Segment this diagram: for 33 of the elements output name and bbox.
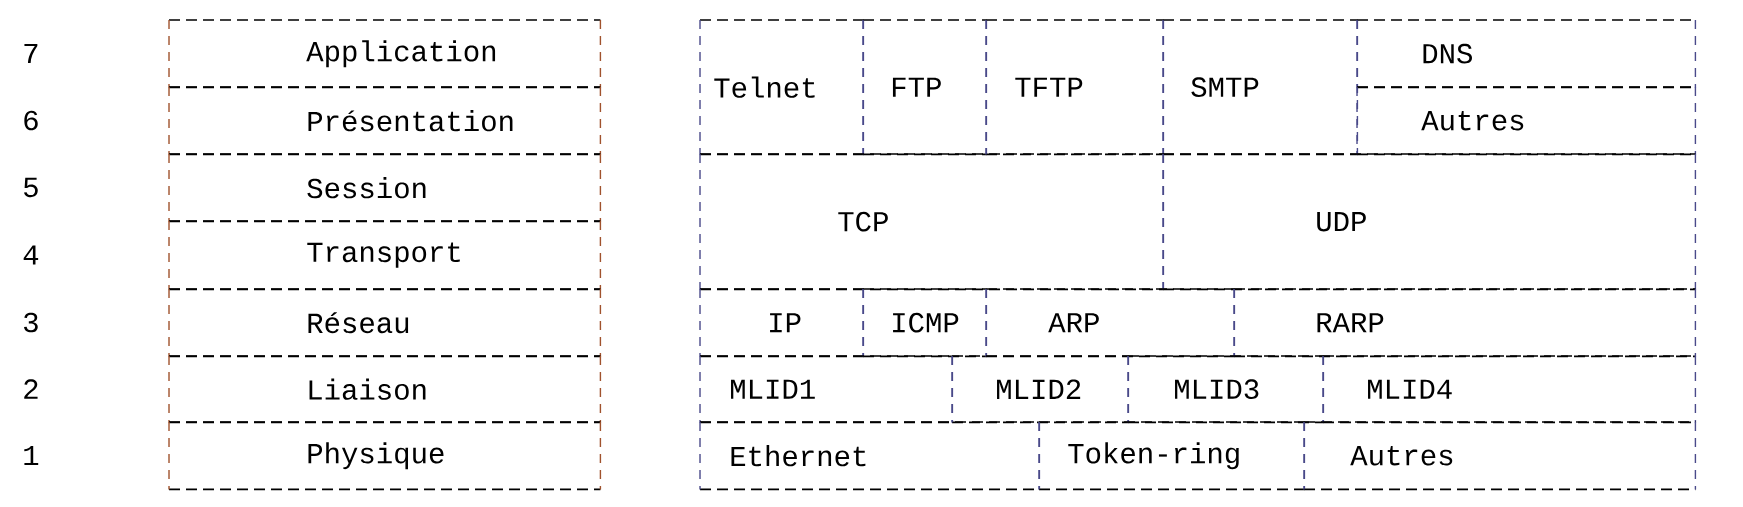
layer-cell: Session [168,153,602,223]
protocol-cell: RARP [1233,288,1697,358]
layer-cell: Présentation [168,86,602,156]
protocol-cell: MLID3 [1127,355,1325,424]
protocol-cell: TCP [699,153,1165,291]
protocol-cell: ICMP [862,288,988,358]
protocol-cell: Ethernet [699,421,1041,491]
protocol-cell: Autres [1303,421,1697,491]
layer-number: 3 [24,312,38,333]
protocol-cell: TFTP [985,19,1165,156]
layer-cell: Réseau [168,288,602,358]
layer-number: 4 [23,245,39,265]
protocol-cell: Autres [1356,86,1697,156]
layer-cell: Physique [168,421,602,491]
protocol-cell: Token-ring [1038,421,1306,491]
protocol-cell: FTP [862,19,988,156]
layer-number: 1 [24,445,39,466]
protocol-cell: MLID1 [699,355,954,424]
layer-number: 2 [24,379,38,399]
layer-cell: Liaison [168,355,602,424]
protocol-cell: Telnet [699,19,865,156]
protocol-cell: MLID2 [951,355,1130,424]
protocol-cell: DNS [1356,19,1697,89]
layer-number: 5 [24,177,38,198]
layer-cell: Transport [168,220,602,291]
protocol-cell: SMTP [1162,19,1359,156]
protocol-cell: UDP [1162,153,1697,291]
layer-number: 6 [24,110,38,131]
layer-number: 7 [24,43,38,64]
protocol-cell: ARP [985,288,1236,358]
protocol-cell: IP [699,288,865,358]
protocol-cell: MLID4 [1322,355,1697,424]
layer-cell: Application [168,19,602,89]
